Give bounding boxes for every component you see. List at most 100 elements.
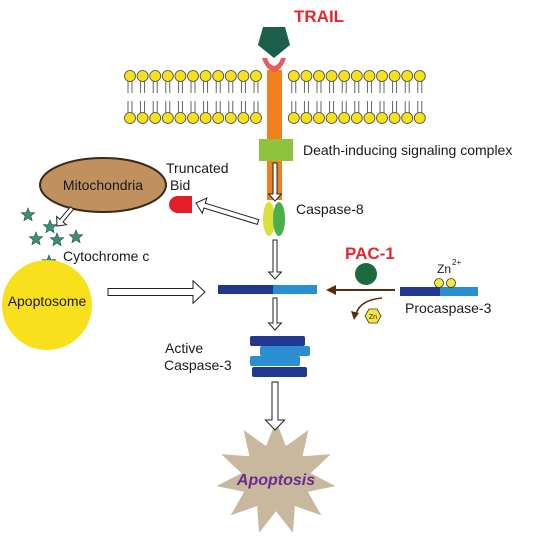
lipid-head: [325, 70, 338, 82]
disc-label: Death-inducing signaling complex: [303, 142, 512, 158]
truncated-bid-label-1: Truncated: [166, 160, 229, 176]
lipid-head: [287, 70, 300, 82]
lipid-head: [325, 112, 338, 124]
caspase8-subunit-b: [273, 202, 285, 236]
lipid-head: [149, 70, 162, 82]
cytochrome-c-star: [20, 207, 36, 222]
procaspase3-label: Procaspase-3: [405, 300, 492, 316]
procaspase3-light-center: [273, 285, 317, 294]
procaspase3-light-right: [440, 287, 478, 296]
mitochondria-label: Mitochondria: [63, 177, 143, 193]
procaspase3-dark-center: [218, 285, 273, 294]
procaspase3-dark-right: [400, 287, 440, 296]
lipid-head: [187, 112, 199, 124]
lipid-head: [401, 112, 414, 124]
lipid-head: [350, 112, 363, 124]
lipid-head: [376, 112, 388, 124]
mitochondria: [39, 157, 167, 213]
lipid-head: [199, 70, 212, 82]
lipid-head: [199, 112, 212, 124]
lipid-head: [287, 112, 300, 124]
lipid-head: [187, 70, 199, 82]
cytochrome-c-star: [68, 229, 84, 244]
lipid-head: [174, 112, 187, 124]
lipid-head: [250, 112, 262, 124]
lipid-head: [363, 70, 376, 82]
arrow-caspase8-to-bid: [195, 197, 260, 226]
arrow-procaspase3-to-active: [267, 297, 283, 331]
active-casp3-bar-3: [250, 356, 300, 366]
lipid-head: [224, 70, 237, 82]
arrow-caspase8-to-procaspase3: [267, 239, 283, 280]
trail-label: TRAIL: [294, 7, 344, 26]
truncated-bid-label-2: Bid: [170, 177, 190, 193]
cytochrome-c-star: [28, 231, 44, 246]
active-label-1: Active: [165, 340, 203, 356]
zn2-charge: 2+: [452, 258, 461, 267]
lipid-head: [237, 70, 250, 82]
arrow-disc-to-caspase8: [267, 162, 283, 202]
lipid-head: [250, 70, 262, 82]
arrow-mitochondria-to-cytochrome: [56, 205, 75, 227]
arrow-zn-release: [355, 297, 383, 315]
lipid-head: [149, 112, 162, 124]
active-casp3-bar-1: [250, 336, 305, 346]
zn-bound-dot-1: [434, 278, 444, 288]
arrow-apoptosome-to-caspase3: [107, 279, 206, 305]
lipid-head: [338, 70, 351, 82]
lipid-head: [401, 70, 414, 82]
arrow-zn-release-head: [351, 311, 359, 320]
lipid-head: [313, 70, 325, 82]
death-receptor: [267, 70, 282, 200]
lipid-head: [413, 70, 426, 82]
arrow-pac1-head: [326, 285, 336, 295]
lipid-head: [136, 112, 149, 124]
free-zn-label: Zn: [369, 314, 377, 321]
lipid-head: [237, 112, 250, 124]
cytochrome-label: Cytochrome c: [63, 248, 149, 264]
active-casp3-bar-2: [260, 346, 310, 356]
apoptosome: [2, 260, 92, 350]
cytochrome-c-star: [49, 232, 65, 247]
zn-bound-dot-2: [446, 278, 456, 288]
lipid-head: [136, 70, 149, 82]
cell-membrane: [124, 70, 426, 124]
pathway-arrows: [56, 162, 395, 431]
lipid-head: [300, 112, 313, 124]
active-label-2: Caspase-3: [164, 357, 232, 373]
apoptosome-label: Apoptosome: [8, 293, 87, 309]
lipid-head: [161, 112, 174, 124]
lipid-head: [124, 112, 136, 124]
apoptosis-label: Apoptosis: [236, 472, 315, 489]
lipid-head: [224, 112, 237, 124]
lipid-head: [350, 70, 363, 82]
lipid-head: [363, 112, 376, 124]
active-casp3-bar-4: [252, 367, 307, 377]
apoptosis-starburst: [216, 421, 336, 533]
pac1-label: PAC-1: [345, 244, 395, 263]
free-zn-hexagon: [364, 308, 382, 324]
caspase8-label: Caspase-8: [296, 201, 364, 217]
truncated-bid-shape: [169, 196, 192, 213]
receptor-binding-cleft: [262, 58, 286, 72]
lipid-head: [124, 70, 136, 82]
caspase8-subunit-a: [263, 202, 275, 236]
arrow-active-to-apoptosis: [264, 381, 286, 431]
lipid-head: [388, 70, 401, 82]
lipid-head: [161, 70, 174, 82]
trail-ligand: [258, 27, 290, 58]
lipid-head: [338, 112, 351, 124]
lipid-head: [300, 70, 313, 82]
lipid-head: [174, 70, 187, 82]
zn2-label: Zn: [437, 262, 451, 276]
disc-box: [259, 139, 293, 161]
cytochrome-c-star: [42, 219, 58, 234]
lipid-head: [212, 70, 225, 82]
lipid-head: [313, 112, 325, 124]
lipid-head: [388, 112, 401, 124]
lipid-head: [376, 70, 388, 82]
lipid-head: [413, 112, 426, 124]
lipid-head: [212, 112, 225, 124]
